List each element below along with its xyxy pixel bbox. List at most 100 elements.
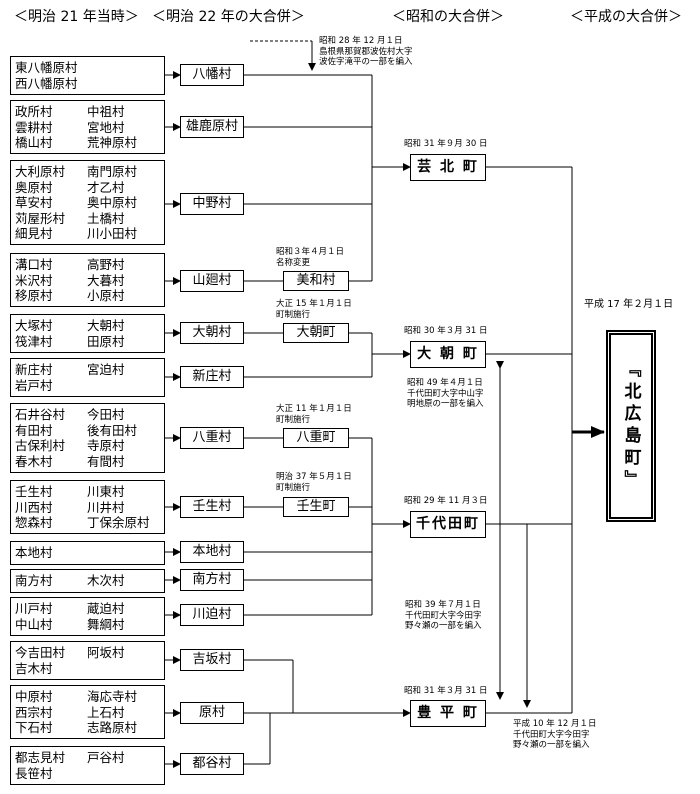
- merge-date: 昭和 31 年３月 31 日: [404, 686, 488, 696]
- village-name: 春木村: [15, 453, 53, 469]
- merged-village: 都谷村: [180, 753, 244, 775]
- kitahiroshima-town-box: 『北広島町』: [606, 330, 656, 522]
- merged-village: 南方村: [180, 569, 244, 591]
- village-name: 木次村: [87, 573, 125, 588]
- village-name: 志路原村: [87, 720, 138, 735]
- village-name: 上石村: [87, 704, 125, 720]
- village-name: 本地村: [15, 545, 53, 560]
- village-name: 溝口村: [15, 257, 53, 272]
- village-name: 惣森村: [15, 515, 53, 530]
- village-name: 宮地村: [87, 119, 125, 135]
- boundary-note: 平成 10 年 12 月１日千代田町大字今田字野々瀬の一部を編入: [513, 719, 597, 750]
- village-name: 大暮村: [87, 272, 125, 288]
- village-name: 寺原村: [87, 438, 125, 453]
- village-name: 奥中原村: [87, 195, 138, 210]
- merged-village: 吉坂村: [180, 649, 244, 671]
- village-name: 中祖村: [87, 104, 125, 119]
- village-group: 中原村海応寺村 西宗村上石村 下石村志路原村: [10, 685, 165, 739]
- village-name: 中原村: [15, 689, 53, 704]
- merge-date: 昭和 30 年３月 31 日: [404, 326, 488, 336]
- village-group: 今吉田村 阿坂村 吉木村: [10, 641, 165, 680]
- header-meiji22: ＜明治 22 年の大合併＞: [152, 9, 305, 25]
- village-name: 大利原村: [15, 164, 66, 179]
- village-name: 阿坂村: [87, 645, 125, 660]
- village-name: 雲耕村: [15, 119, 53, 135]
- village-name: 西宗村: [15, 704, 53, 720]
- village-name: 新庄村: [15, 362, 53, 377]
- village-name: 西八幡原村: [15, 75, 78, 91]
- merge-date: 昭和 29 年 11 月３日: [404, 496, 488, 506]
- renamed-village: 美和村: [283, 271, 349, 291]
- village-name: 苅屋形村: [15, 210, 66, 226]
- village-group: 石井谷村今田村 有田村後有田村 古保利村寺原村 春木村有間村: [10, 403, 165, 473]
- village-name: 後有田村: [87, 422, 138, 438]
- town-status-village: 壬生町: [283, 497, 349, 517]
- village-name: 大朝村: [87, 318, 125, 333]
- village-group: 溝口村高野村 米沢村大暮村 移原村小原村: [10, 253, 165, 307]
- merged-village: 八幡村: [180, 64, 244, 86]
- town-oasa: 大 朝 町: [410, 341, 486, 368]
- merged-village: 原村: [180, 702, 244, 724]
- village-name: 蔵迫村: [87, 601, 125, 616]
- village-name: 米沢村: [15, 272, 53, 288]
- town-toyohira: 豊 平 町: [410, 700, 486, 727]
- header-showa: ＜昭和の大合併＞: [392, 9, 504, 25]
- village-group: 南方村 木次村: [10, 569, 165, 593]
- village-group: 大塚村大朝村 筏津村田原村: [10, 314, 165, 353]
- change-note: 大正 11 年１月１日町制施行: [276, 404, 352, 425]
- merged-village: 八重村: [180, 427, 244, 449]
- village-name: 戸谷村: [87, 750, 125, 765]
- village-name: 川井村: [87, 499, 125, 515]
- village-name: 長笹村: [15, 765, 53, 781]
- village-name: 岩戸村: [15, 377, 53, 393]
- village-group: 都志見村戸谷村 長笹村: [10, 746, 165, 785]
- village-name: 吉木村: [15, 660, 53, 676]
- header-meiji21: ＜明治 21 年当時＞: [14, 9, 139, 25]
- village-name: 東八幡原村: [15, 60, 78, 75]
- village-group: 政所村中祖村 雲耕村宮地村 橋山村荒神原村: [10, 100, 165, 154]
- village-name: 荒神原村: [87, 135, 138, 150]
- village-group: 川戸村蔵迫村 中山村舞綱村: [10, 597, 165, 636]
- village-name: 高野村: [87, 257, 125, 272]
- village-name: 田原村: [87, 333, 125, 349]
- village-group: 東八幡原村 西八幡原村: [10, 56, 165, 95]
- village-name: 今田村: [87, 407, 125, 422]
- merged-village: 新庄村: [180, 366, 244, 388]
- town-status-village: 八重町: [283, 428, 349, 448]
- header-heisei: ＜平成の大合併＞: [570, 9, 682, 25]
- boundary-note: 昭和 39 年７月１日千代田町大字今田字野々瀬の一部を編入: [405, 600, 482, 631]
- village-name: 古保利村: [15, 438, 66, 453]
- merged-village: 壬生村: [180, 496, 244, 518]
- merged-village: 雄鹿原村: [180, 116, 244, 138]
- village-name: 海応寺村: [87, 689, 138, 704]
- village-name: 才乙村: [87, 179, 125, 195]
- village-name: 大塚村: [15, 318, 53, 333]
- village-name: 土橋村: [87, 210, 125, 226]
- change-note: 明治 37 年５月１日町制施行: [276, 472, 352, 493]
- village-name: 舞綱村: [87, 616, 125, 632]
- final-merge-date: 平成 17 年２月１日: [584, 299, 674, 310]
- village-name: 川東村: [87, 484, 125, 499]
- village-name: 有間村: [87, 453, 125, 469]
- village-name: 川西村: [15, 499, 53, 515]
- village-name: 壬生村: [15, 484, 53, 499]
- village-name: 川小田村: [87, 226, 138, 241]
- village-name: 石井谷村: [15, 407, 66, 422]
- village-name: 政所村: [15, 104, 53, 119]
- village-name: 今吉田村: [15, 645, 66, 660]
- village-group: 壬生村 川東村 川西村 川井村 惣森村 丁保余原村: [10, 480, 165, 534]
- village-name: 細見村: [15, 226, 53, 241]
- village-name: 川戸村: [15, 601, 53, 616]
- village-name: 小原村: [87, 288, 125, 303]
- village-name: 南方村: [15, 573, 53, 588]
- merged-village: 中野村: [180, 193, 244, 215]
- merge-date: 昭和 31 年９月 30 日: [404, 139, 488, 149]
- town-status-village: 大朝町: [283, 323, 349, 343]
- village-group: 大利原村南門原村 奥原村才乙村 草安村奥中原村 苅屋形村土橋村 細見村川小田村: [10, 160, 165, 245]
- village-name: 宮迫村: [87, 362, 125, 377]
- town-geihoku: 芸 北 町: [410, 154, 486, 181]
- change-note: 大正 15 年１月１日町制施行: [276, 299, 352, 320]
- village-name: 丁保余原村: [87, 515, 150, 530]
